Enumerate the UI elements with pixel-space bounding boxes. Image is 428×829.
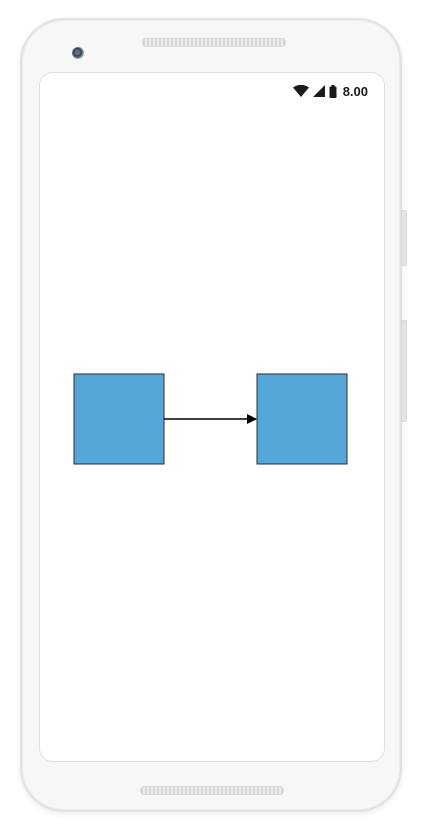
wifi-icon: [292, 85, 309, 97]
device-screen: 8.00: [39, 72, 385, 762]
status-time: 8.00: [342, 83, 368, 99]
cellular-signal-icon: [312, 85, 325, 97]
diagram-node-1[interactable]: [73, 373, 165, 465]
front-camera: [72, 47, 84, 59]
bottom-speaker: [140, 786, 284, 795]
diagram-node-2[interactable]: [256, 373, 348, 465]
power-button: [401, 210, 407, 266]
earpiece-speaker: [142, 38, 286, 47]
status-bar: 8.00: [292, 81, 368, 101]
diagram-canvas[interactable]: [40, 73, 385, 762]
volume-button: [401, 320, 407, 422]
battery-icon: [329, 84, 337, 98]
